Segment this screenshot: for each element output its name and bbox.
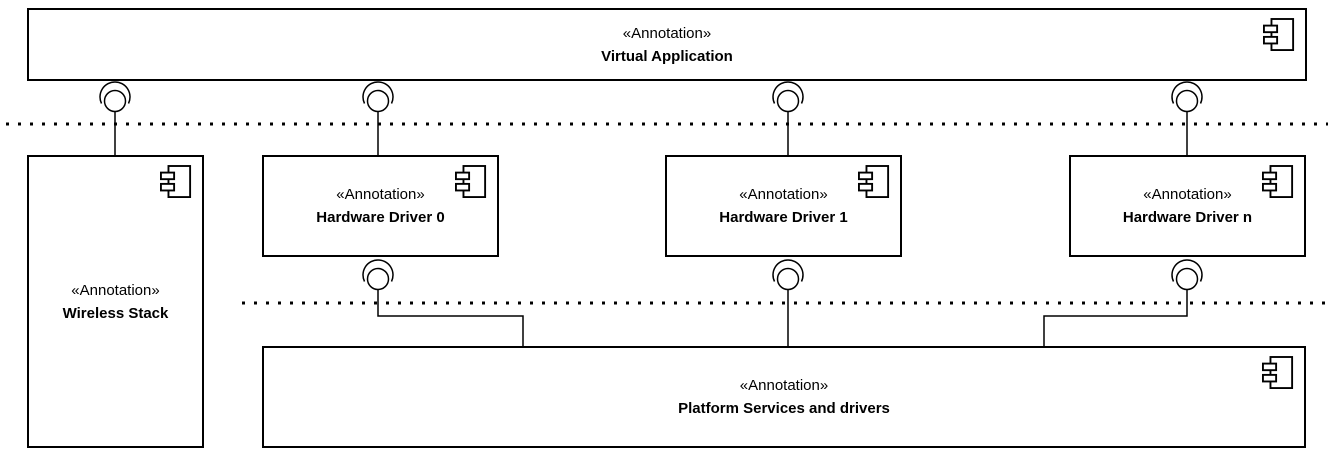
connector-va-hardware-driver-n	[1171, 81, 1203, 156]
ball-icon	[366, 267, 390, 291]
ball-icon	[776, 89, 800, 113]
ball-icon	[103, 89, 127, 113]
component-name: Platform Services and drivers	[678, 400, 890, 417]
component-hardware-driver-0: «Annotation» Hardware Driver 0	[262, 155, 499, 257]
ball-icon	[1175, 267, 1199, 291]
ball-icon	[1175, 89, 1199, 113]
uml-component-icon	[858, 165, 890, 198]
component-wireless-stack: «Annotation» Wireless Stack	[27, 155, 204, 448]
stereotype-label: «Annotation»	[739, 186, 828, 203]
component-name: Hardware Driver 0	[316, 209, 445, 226]
stereotype-label: «Annotation»	[1143, 186, 1232, 203]
uml-component-icon	[1263, 18, 1295, 51]
uml-component-icon	[160, 165, 192, 198]
component-name: Hardware Driver n	[1122, 209, 1253, 226]
uml-component-icon	[1262, 165, 1294, 198]
ball-icon	[776, 267, 800, 291]
stereotype-label: «Annotation»	[622, 24, 712, 42]
connector-va-wireless-stack	[99, 81, 131, 156]
connector-hardware-driver-1-platform-services	[772, 259, 804, 347]
socket-icon	[362, 259, 394, 282]
stereotype-label: «Annotation»	[71, 281, 160, 299]
uml-component-icon	[1262, 356, 1294, 389]
socket-icon	[772, 259, 804, 282]
socket-icon	[362, 81, 394, 104]
component-virtual-application: «Annotation» Virtual Application	[27, 8, 1307, 81]
socket-icon	[772, 81, 804, 104]
component-hardware-driver-n: «Annotation» Hardware Driver n	[1069, 155, 1306, 257]
stereotype-label: «Annotation»	[739, 377, 829, 394]
connector-hardware-driver-n-platform-services	[1043, 259, 1203, 347]
component-platform-services-and-drivers: «Annotation» Platform Services and drive…	[262, 346, 1306, 448]
component-name: Wireless Stack	[62, 304, 169, 322]
socket-icon	[1171, 259, 1203, 282]
connector-hardware-driver-0-platform-services	[362, 259, 524, 347]
socket-icon	[99, 81, 131, 104]
component-name: Hardware Driver 1	[719, 209, 848, 226]
socket-icon	[1171, 81, 1203, 104]
stereotype-label: «Annotation»	[336, 186, 425, 203]
uml-component-icon	[455, 165, 487, 198]
component-name: Virtual Application	[601, 47, 733, 65]
ball-icon	[366, 89, 390, 113]
connector-va-hardware-driver-0	[362, 81, 394, 156]
component-hardware-driver-1: «Annotation» Hardware Driver 1	[665, 155, 902, 257]
connector-va-hardware-driver-1	[772, 81, 804, 156]
